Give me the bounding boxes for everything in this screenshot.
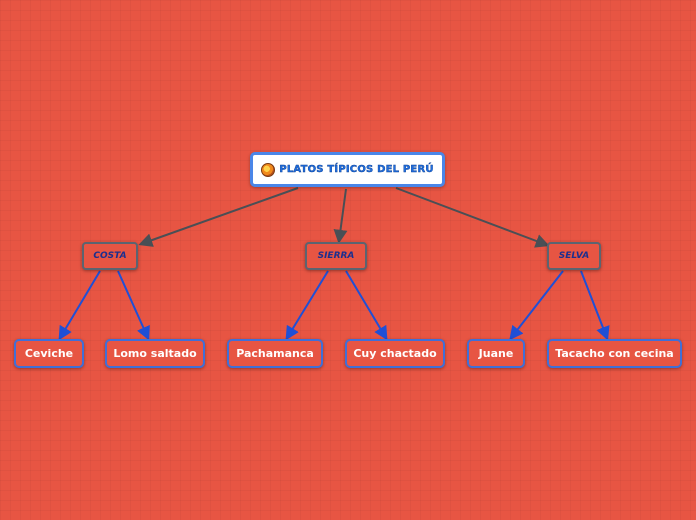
dish-tacacho-con-cecina[interactable]: Tacacho con cecina: [547, 339, 682, 368]
connector-sierra-pachamanca: [285, 270, 329, 341]
region-costa-label: COSTA: [93, 251, 127, 261]
region-selva-label: SELVA: [558, 251, 590, 261]
central-topic[interactable]: PLATOS TÍPICOS DEL PERÚ: [250, 152, 445, 187]
connector-costa-lomo-saltado: [117, 270, 150, 341]
connector-costa-ceviche: [58, 270, 101, 341]
connector-selva-juane: [509, 270, 564, 341]
dish-cuy-chactado[interactable]: Cuy chactado: [345, 339, 445, 368]
region-selva[interactable]: SELVA: [547, 242, 601, 270]
connector-root-costa: [138, 187, 299, 247]
connector-selva-tacacho: [580, 270, 610, 341]
dish-ceviche[interactable]: Ceviche: [14, 339, 84, 368]
connector-sierra-cuy-chactado: [345, 270, 388, 341]
dish-tacacho-con-cecina-label: Tacacho con cecina: [555, 347, 674, 360]
dish-pachamanca[interactable]: Pachamanca: [227, 339, 323, 368]
connector-root-selva: [395, 187, 550, 248]
dish-ceviche-label: Ceviche: [24, 347, 74, 360]
region-sierra-label: SIERRA: [317, 251, 355, 261]
dish-lomo-saltado-label: Lomo saltado: [113, 347, 197, 360]
dish-juane[interactable]: Juane: [467, 339, 525, 368]
connector-root-sierra: [333, 188, 348, 244]
dish-cuy-chactado-label: Cuy chactado: [353, 347, 437, 360]
central-topic-label: PLATOS TÍPICOS DEL PERÚ: [279, 164, 434, 175]
peru-dish-icon: [261, 162, 276, 177]
region-sierra[interactable]: SIERRA: [305, 242, 367, 270]
dish-pachamanca-label: Pachamanca: [236, 347, 314, 360]
dish-juane-label: Juane: [478, 347, 514, 360]
dish-lomo-saltado[interactable]: Lomo saltado: [105, 339, 205, 368]
region-costa[interactable]: COSTA: [82, 242, 138, 270]
